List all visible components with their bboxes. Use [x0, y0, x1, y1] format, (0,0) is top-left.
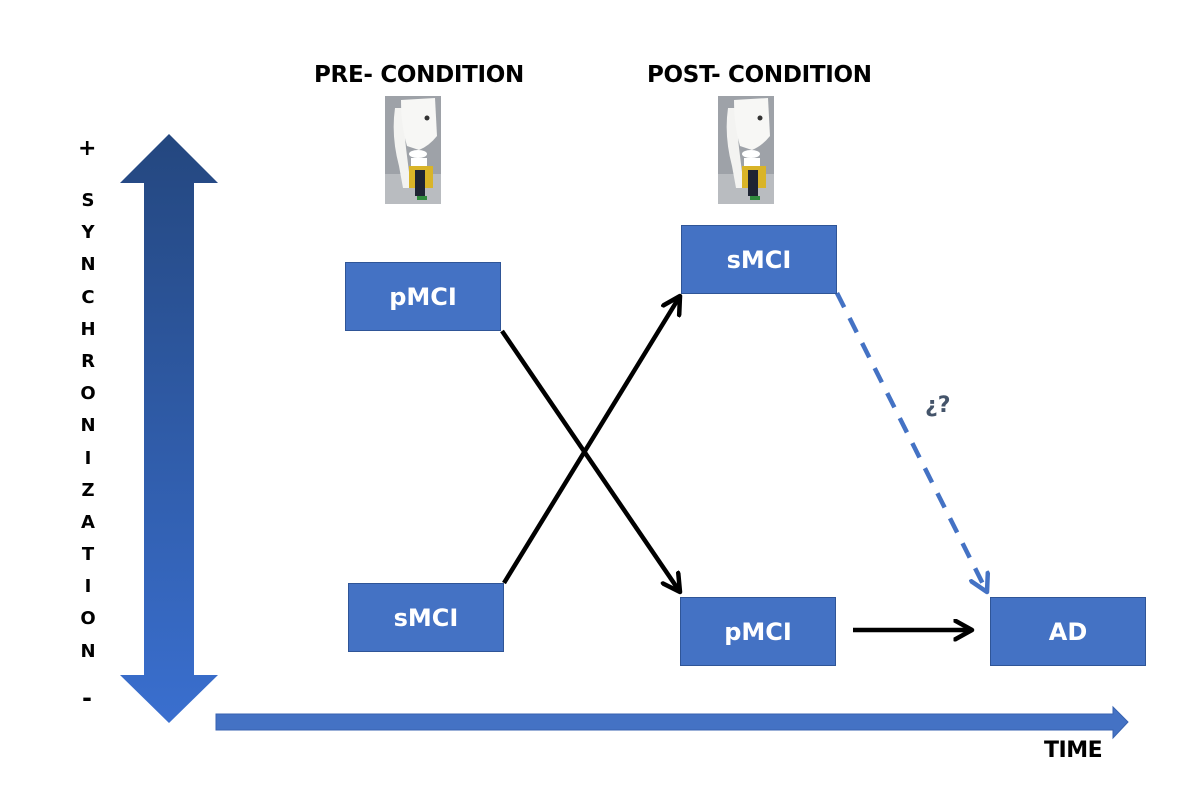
- node-post-smci: sMCI: [681, 225, 837, 294]
- meg-scanner-image-pre: [385, 96, 441, 204]
- dashed-arrow-post-smci-to-ad: [834, 291, 987, 592]
- pre-condition-heading: PRE- CONDITION: [314, 62, 525, 88]
- y-letter: O: [80, 383, 96, 405]
- meg-scanner-image-post: [718, 96, 774, 204]
- synchronization-minus-sign: -: [82, 684, 92, 712]
- y-letter: H: [80, 318, 96, 340]
- node-pre-smci: sMCI: [348, 583, 504, 652]
- y-letter: C: [81, 286, 95, 308]
- y-letter: I: [84, 447, 92, 469]
- node-ad: AD: [990, 597, 1146, 666]
- y-letter: A: [81, 511, 95, 533]
- arrow-pre-pmci-to-post-pmci: [500, 329, 680, 592]
- time-axis-label: TIME: [1044, 738, 1103, 763]
- y-letter: N: [80, 254, 96, 276]
- synchronization-plus-sign: +: [78, 136, 97, 161]
- y-letter: T: [81, 544, 95, 566]
- y-letter: N: [80, 640, 96, 662]
- y-letter: S: [81, 190, 95, 211]
- synchronization-axis-arrow: [120, 134, 218, 723]
- uncertain-transition-label: ¿?: [925, 393, 951, 418]
- y-letter: R: [81, 350, 95, 372]
- y-letter: Y: [81, 222, 95, 244]
- y-letter: N: [80, 415, 96, 437]
- y-letter: Z: [81, 479, 95, 501]
- node-post-pmci: pMCI: [680, 597, 836, 666]
- arrow-pre-smci-to-post-smci: [502, 296, 680, 585]
- y-letter: I: [84, 576, 92, 598]
- time-axis-arrow: [215, 705, 1129, 740]
- synchronization-label: S Y N C H R O N I Z A T I O N: [74, 185, 102, 668]
- post-condition-heading: POST- CONDITION: [647, 62, 872, 88]
- y-letter: O: [80, 608, 96, 630]
- node-pre-pmci: pMCI: [345, 262, 501, 331]
